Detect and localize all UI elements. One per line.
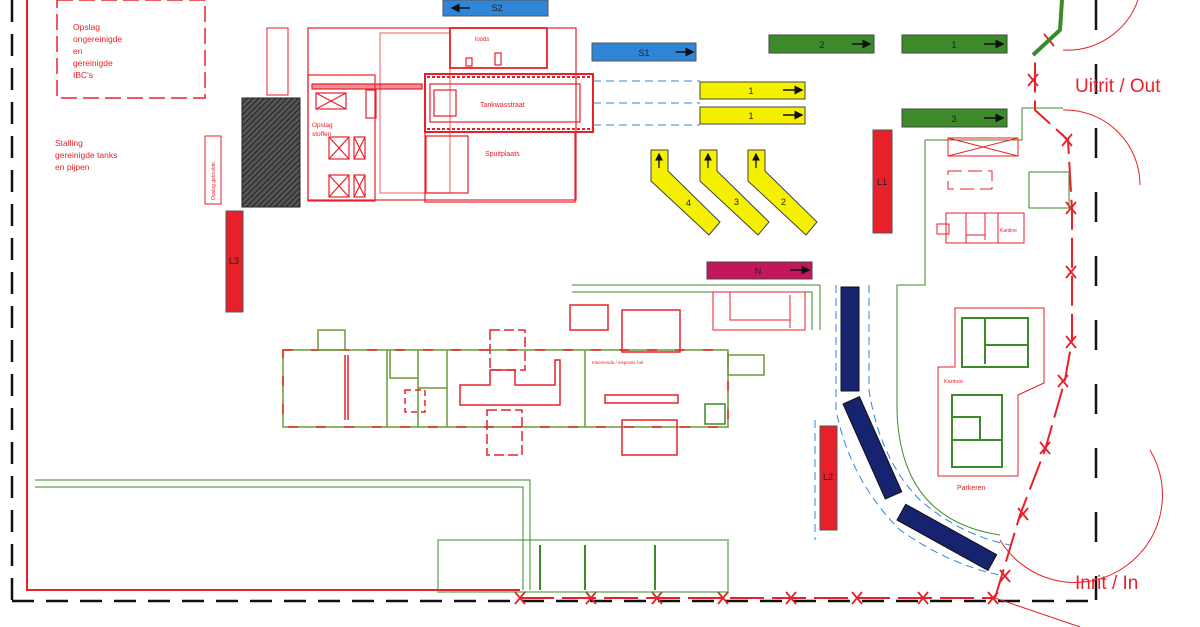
road-outlines — [35, 107, 1063, 590]
lane-navy-3 — [896, 503, 998, 572]
inspection-hall-label: Inkomende / inspectie hal — [592, 360, 643, 365]
lane-green-2 — [768, 34, 875, 54]
tank-storage-label: Stalling gereinigde tanks en pijpen — [55, 138, 120, 172]
label-line: gereinigde — [73, 58, 113, 68]
inspection-building — [282, 304, 765, 456]
storage-rack — [266, 27, 289, 96]
opslag-stoffen-label: Opslag stoffen — [312, 122, 334, 138]
entrance-label: Inrit / In — [1075, 573, 1138, 594]
lane-yellow-2-label: 2 — [781, 197, 786, 207]
lane-guides — [593, 80, 700, 126]
spuitplaats-label: Spuitplaats — [485, 151, 520, 158]
ibc-storage-area — [56, 0, 206, 99]
office-building — [937, 307, 1045, 477]
label-line: gereinigde tanks — [55, 150, 117, 160]
right-structures — [712, 137, 1070, 331]
lane-s1-label: S1 — [638, 48, 649, 58]
lane-green-3 — [901, 108, 1008, 128]
lane-l1 — [872, 129, 893, 234]
lane-yellow-2 — [747, 149, 818, 236]
lane-yellow-1a-label: 1 — [748, 86, 753, 96]
ibc-storage-label: Opslag ongereinigde en gereinigde IBC's — [73, 22, 125, 80]
lower-outbuildings — [437, 539, 729, 593]
lane-navy-2 — [842, 396, 903, 500]
lane-yellow-4 — [650, 149, 721, 236]
navy-lane-guides — [814, 285, 1011, 576]
lane-s1 — [591, 42, 697, 62]
lane-s2 — [442, 0, 549, 17]
lane-yellow-3-label: 3 — [734, 197, 739, 207]
loods-label: loods — [475, 37, 489, 43]
navy-lanes — [840, 286, 998, 572]
used-storage-rack — [204, 135, 222, 205]
wash-building — [307, 27, 594, 203]
exit-label: Uitrit / Out — [1075, 76, 1161, 97]
lane-green-1-label: 1 — [951, 40, 956, 50]
lane-green-3-label: 3 — [951, 114, 956, 124]
lane-l2 — [819, 425, 838, 531]
lane-l3-label: L3 — [229, 256, 239, 266]
fence — [514, 0, 1077, 605]
lane-yellow-1a — [699, 81, 806, 100]
lane-l2-label: L2 — [823, 472, 833, 482]
lane-yellow-4-label: 4 — [686, 198, 691, 208]
label-line: Stalling — [55, 138, 83, 148]
lane-yellow-1b-label: 1 — [748, 111, 753, 121]
kantine-label: Kantine — [1000, 228, 1017, 234]
label-line: Opslag — [312, 122, 333, 129]
kantoor-label: Kantoor — [944, 379, 963, 385]
lane-green-2-label: 2 — [819, 40, 824, 50]
label-line: Opslag — [73, 22, 100, 32]
lane-navy-1 — [840, 286, 860, 392]
hatched-area — [241, 97, 301, 208]
label-line: en — [73, 46, 83, 56]
lane-n — [706, 261, 813, 280]
label-line: stoffen — [312, 131, 332, 138]
lane-l1-label: L1 — [877, 177, 887, 187]
label-line: en pijpen — [55, 162, 90, 172]
lane-s2-label: S2 — [491, 3, 502, 13]
tankwasstraat-label: Tankwasstraat — [480, 102, 525, 109]
gate-arcs — [994, 0, 1163, 627]
lane-n-label: N — [755, 266, 762, 276]
lane-yellow-3 — [699, 149, 770, 236]
lane-l3 — [225, 210, 244, 313]
used-storage-label: Opslag gebruikte — [211, 162, 217, 200]
label-line: IBC's — [73, 70, 93, 80]
lane-green-1 — [901, 34, 1008, 54]
label-line: ongereinigde — [73, 34, 122, 44]
lane-yellow-1b — [699, 106, 806, 125]
property-boundary — [10, 0, 1098, 603]
parkeren-label: Parkeren — [957, 485, 986, 492]
